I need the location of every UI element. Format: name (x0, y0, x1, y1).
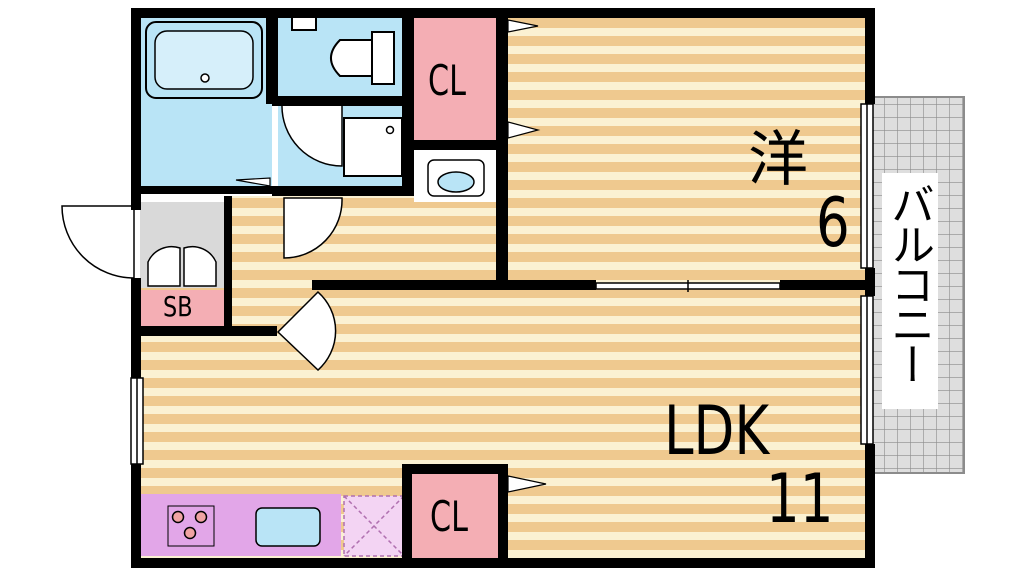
washer-pan-icon (343, 117, 403, 177)
fridge-space-icon (343, 495, 405, 557)
ldk-label: LDK (664, 392, 770, 471)
toilet-icon (291, 15, 395, 85)
door-swing-icon (61, 103, 343, 372)
western-room-size: 6 (816, 184, 850, 263)
closet-lower (410, 470, 502, 558)
balcony-label: バルコニー (883, 182, 934, 382)
shoebox (140, 290, 226, 326)
closet-label-upper: CL (428, 56, 466, 105)
western-room-floor (503, 14, 865, 286)
windows (130, 103, 874, 465)
closet-door-markers (235, 19, 547, 493)
closet-label-lower: CL (430, 492, 468, 541)
western-room-label: 洋 (748, 125, 808, 195)
kitchen-counter (141, 494, 405, 557)
balcony (865, 96, 965, 474)
ldk-size: 11 (766, 460, 834, 539)
bathtub-icon (145, 21, 263, 99)
hallway-floor (228, 196, 503, 292)
closet-upper (410, 16, 500, 142)
shoebox-label: SB (163, 290, 193, 323)
washbasin-icon (427, 159, 485, 197)
sink-icon (255, 507, 321, 547)
walls (131, 8, 875, 568)
stove-icon (171, 510, 208, 540)
